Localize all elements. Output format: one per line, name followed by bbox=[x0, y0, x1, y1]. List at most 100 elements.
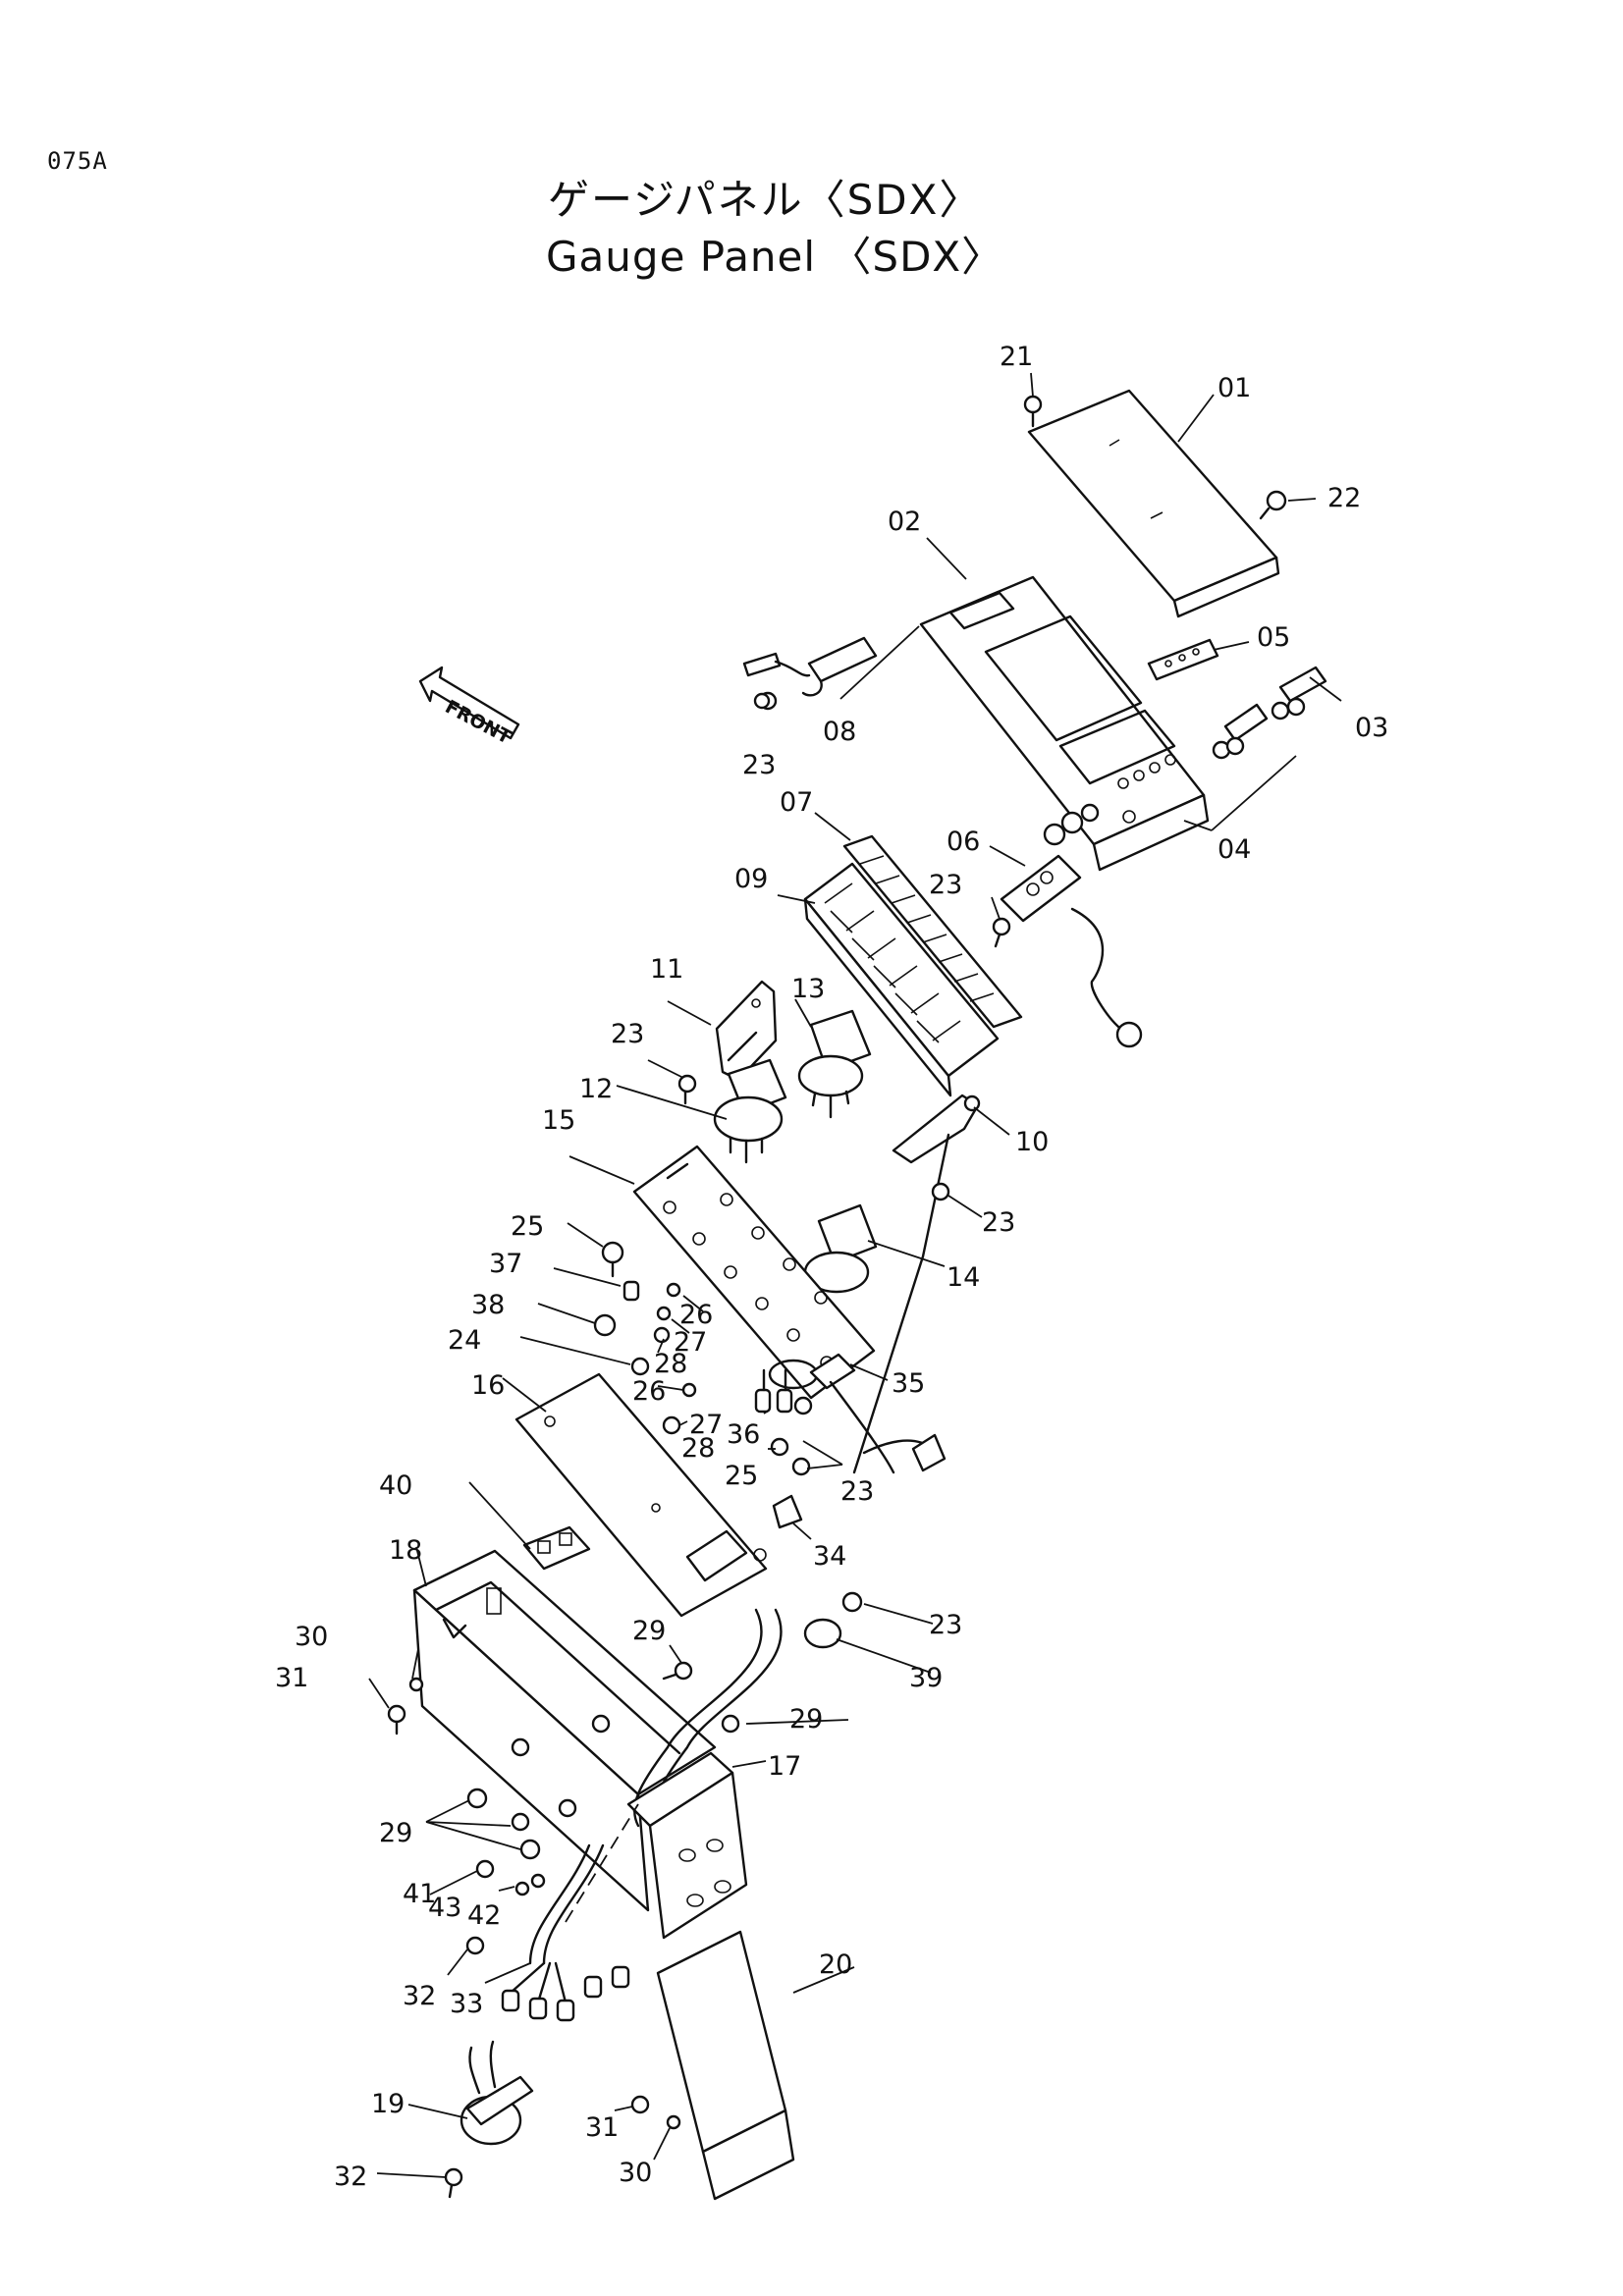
washer-43-icon bbox=[514, 1881, 530, 1896]
screw-31b-icon bbox=[630, 2095, 650, 2114]
label-29b: 29 bbox=[789, 1704, 823, 1735]
label-02: 02 bbox=[888, 507, 921, 537]
screw-23c-icon bbox=[677, 1074, 697, 1105]
label-36: 36 bbox=[727, 1419, 760, 1450]
label-25b: 25 bbox=[725, 1461, 758, 1491]
part-labels: 01 02 03 04 05 06 07 08 09 10 11 12 13 1… bbox=[275, 342, 1388, 2192]
part-16-plate bbox=[514, 1372, 768, 1618]
washer-42-icon bbox=[530, 1873, 546, 1889]
label-30: 30 bbox=[295, 1622, 328, 1652]
part-24-icon bbox=[630, 1357, 650, 1376]
label-27: 27 bbox=[674, 1327, 707, 1358]
label-27b: 27 bbox=[689, 1410, 723, 1440]
label-17: 17 bbox=[768, 1751, 801, 1782]
label-29c: 29 bbox=[379, 1818, 412, 1848]
label-35: 35 bbox=[892, 1368, 925, 1399]
label-31: 31 bbox=[275, 1663, 308, 1693]
screw-29c-icon bbox=[466, 1788, 488, 1809]
leader-lines bbox=[368, 372, 1342, 2178]
page-code: 075A bbox=[47, 147, 108, 175]
washer-30a-icon bbox=[408, 1677, 424, 1692]
part-07-lamp-strip bbox=[842, 834, 1023, 1029]
nut-27a-icon bbox=[656, 1306, 672, 1321]
screw-29a-icon bbox=[662, 1661, 693, 1681]
screw-25a-icon bbox=[601, 1241, 624, 1278]
label-28: 28 bbox=[654, 1349, 687, 1379]
label-26b: 26 bbox=[632, 1376, 666, 1407]
label-30b: 30 bbox=[619, 2158, 652, 2188]
screw-23f-icon bbox=[791, 1457, 811, 1476]
screw-23g-icon bbox=[841, 1591, 863, 1613]
part-35-harness bbox=[809, 1353, 947, 1474]
label-05: 05 bbox=[1257, 622, 1290, 653]
label-04: 04 bbox=[1217, 834, 1251, 865]
label-26: 26 bbox=[679, 1300, 713, 1330]
label-15: 15 bbox=[542, 1105, 575, 1136]
screw-23d-icon bbox=[931, 1182, 950, 1201]
label-20: 20 bbox=[819, 1949, 852, 1980]
part-19-sensor bbox=[460, 2040, 534, 2146]
part-34-icon bbox=[772, 1494, 803, 1529]
screw-29b-icon bbox=[721, 1714, 740, 1734]
label-10: 10 bbox=[1015, 1127, 1049, 1157]
part-11-bracket bbox=[715, 980, 778, 1082]
label-23e: 23 bbox=[840, 1476, 874, 1507]
label-33: 33 bbox=[450, 1989, 483, 2019]
washer-30b-icon bbox=[666, 2114, 681, 2130]
part-38-icon bbox=[593, 1313, 617, 1337]
part-06-socket bbox=[1000, 811, 1143, 1048]
label-21: 21 bbox=[1000, 342, 1033, 372]
screw-29e-icon bbox=[519, 1839, 541, 1860]
screw-23e-icon bbox=[793, 1396, 813, 1415]
label-24: 24 bbox=[448, 1325, 481, 1356]
part-33-connectors bbox=[501, 1961, 630, 2022]
part-17-bracket bbox=[626, 1751, 748, 1940]
label-16: 16 bbox=[471, 1370, 505, 1401]
label-23: 23 bbox=[742, 750, 776, 780]
screw-29d-icon bbox=[511, 1812, 530, 1832]
part-03-bulb bbox=[1271, 666, 1327, 721]
label-34: 34 bbox=[813, 1541, 846, 1572]
washer-26a-icon bbox=[666, 1282, 681, 1298]
label-29: 29 bbox=[632, 1616, 666, 1646]
label-18: 18 bbox=[389, 1535, 422, 1566]
screw-41-icon bbox=[475, 1859, 495, 1879]
part-18-box bbox=[412, 1549, 717, 1912]
part-12-gauge bbox=[713, 1058, 787, 1164]
title-japanese: ゲージパネル〈SDX〉 bbox=[548, 176, 983, 224]
screw-23b-icon bbox=[992, 917, 1011, 948]
label-23b: 23 bbox=[929, 870, 962, 900]
label-32b: 32 bbox=[334, 2162, 367, 2192]
screw-21-icon bbox=[1023, 395, 1043, 428]
screw-23a-icon bbox=[753, 692, 771, 710]
part-39-icon bbox=[803, 1618, 842, 1649]
label-19: 19 bbox=[371, 2089, 405, 2119]
label-08: 08 bbox=[823, 717, 856, 747]
screw-32b-icon bbox=[444, 2167, 463, 2199]
nut-28a-icon bbox=[653, 1326, 671, 1344]
part-14-gauge bbox=[803, 1203, 878, 1294]
part-05-strip bbox=[1147, 638, 1219, 681]
label-23f: 23 bbox=[929, 1610, 962, 1640]
label-25: 25 bbox=[511, 1211, 544, 1242]
label-13: 13 bbox=[791, 974, 825, 1004]
screw-22-icon bbox=[1259, 490, 1287, 520]
label-07: 07 bbox=[780, 787, 813, 818]
screw-32a-icon bbox=[465, 1936, 485, 1955]
label-32: 32 bbox=[403, 1981, 436, 2011]
part-40-socket bbox=[522, 1525, 591, 1571]
part-37-icon bbox=[622, 1280, 640, 1302]
label-23d: 23 bbox=[982, 1207, 1015, 1238]
part-02-panel bbox=[919, 575, 1210, 872]
label-43: 43 bbox=[428, 1893, 461, 1923]
label-09: 09 bbox=[734, 864, 768, 894]
label-40: 40 bbox=[379, 1470, 412, 1501]
part-04-bulb bbox=[1080, 703, 1269, 823]
label-01: 01 bbox=[1217, 373, 1251, 403]
part-01-cover bbox=[1027, 389, 1280, 618]
label-31b: 31 bbox=[585, 2112, 619, 2143]
label-14: 14 bbox=[947, 1262, 980, 1293]
title-english: Gauge Panel 〈SDX〉 bbox=[546, 233, 1004, 281]
part-36-connectors bbox=[754, 1368, 793, 1414]
